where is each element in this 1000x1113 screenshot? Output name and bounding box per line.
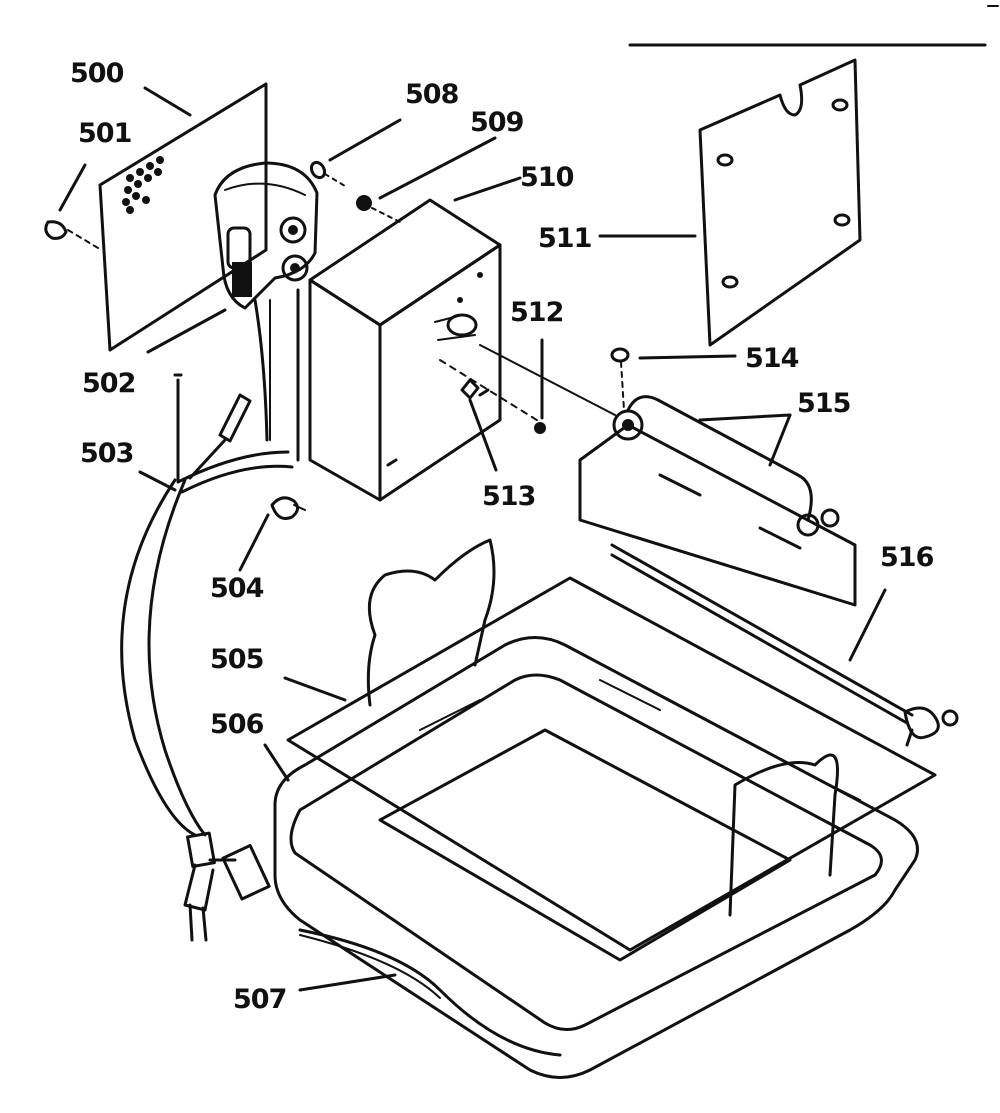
drain-tube-icon: [298, 928, 562, 1057]
nut-icon: [534, 422, 546, 434]
screw-washer-icon: [309, 160, 401, 223]
heater-rod-icon: [610, 543, 959, 747]
heater-bracket-icon: [578, 347, 857, 607]
timer-motor-icon: [213, 161, 319, 442]
clip-icon: [460, 378, 480, 400]
label-503: 503: [80, 438, 133, 469]
wire-rack-icon: [286, 538, 937, 952]
leader-lines: [58, 86, 887, 992]
label-506: 506: [210, 709, 264, 740]
screw-icon: [44, 220, 99, 249]
label-501: 501: [78, 118, 131, 149]
label-515: 515: [797, 388, 850, 419]
label-512: 512: [510, 297, 563, 328]
label-510: 510: [520, 162, 574, 193]
wire-nut-icon: [270, 496, 306, 520]
label-513: 513: [482, 481, 535, 512]
label-508: 508: [405, 79, 459, 110]
label-502: 502: [82, 368, 135, 399]
label-505: 505: [210, 644, 263, 675]
panel-plate-icon: [98, 82, 268, 352]
label-500: 500: [70, 58, 124, 89]
mounting-plate-icon: [698, 58, 862, 347]
housing-box-icon: [296, 198, 616, 502]
label-509: 509: [470, 107, 524, 138]
label-504: 504: [210, 573, 264, 604]
label-516: 516: [880, 542, 934, 573]
label-511: 511: [538, 223, 591, 254]
wiring-harness-icon: [120, 373, 294, 942]
label-507: 507: [233, 984, 286, 1015]
label-514: 514: [745, 343, 799, 374]
water-pan-icon: [273, 636, 919, 1079]
